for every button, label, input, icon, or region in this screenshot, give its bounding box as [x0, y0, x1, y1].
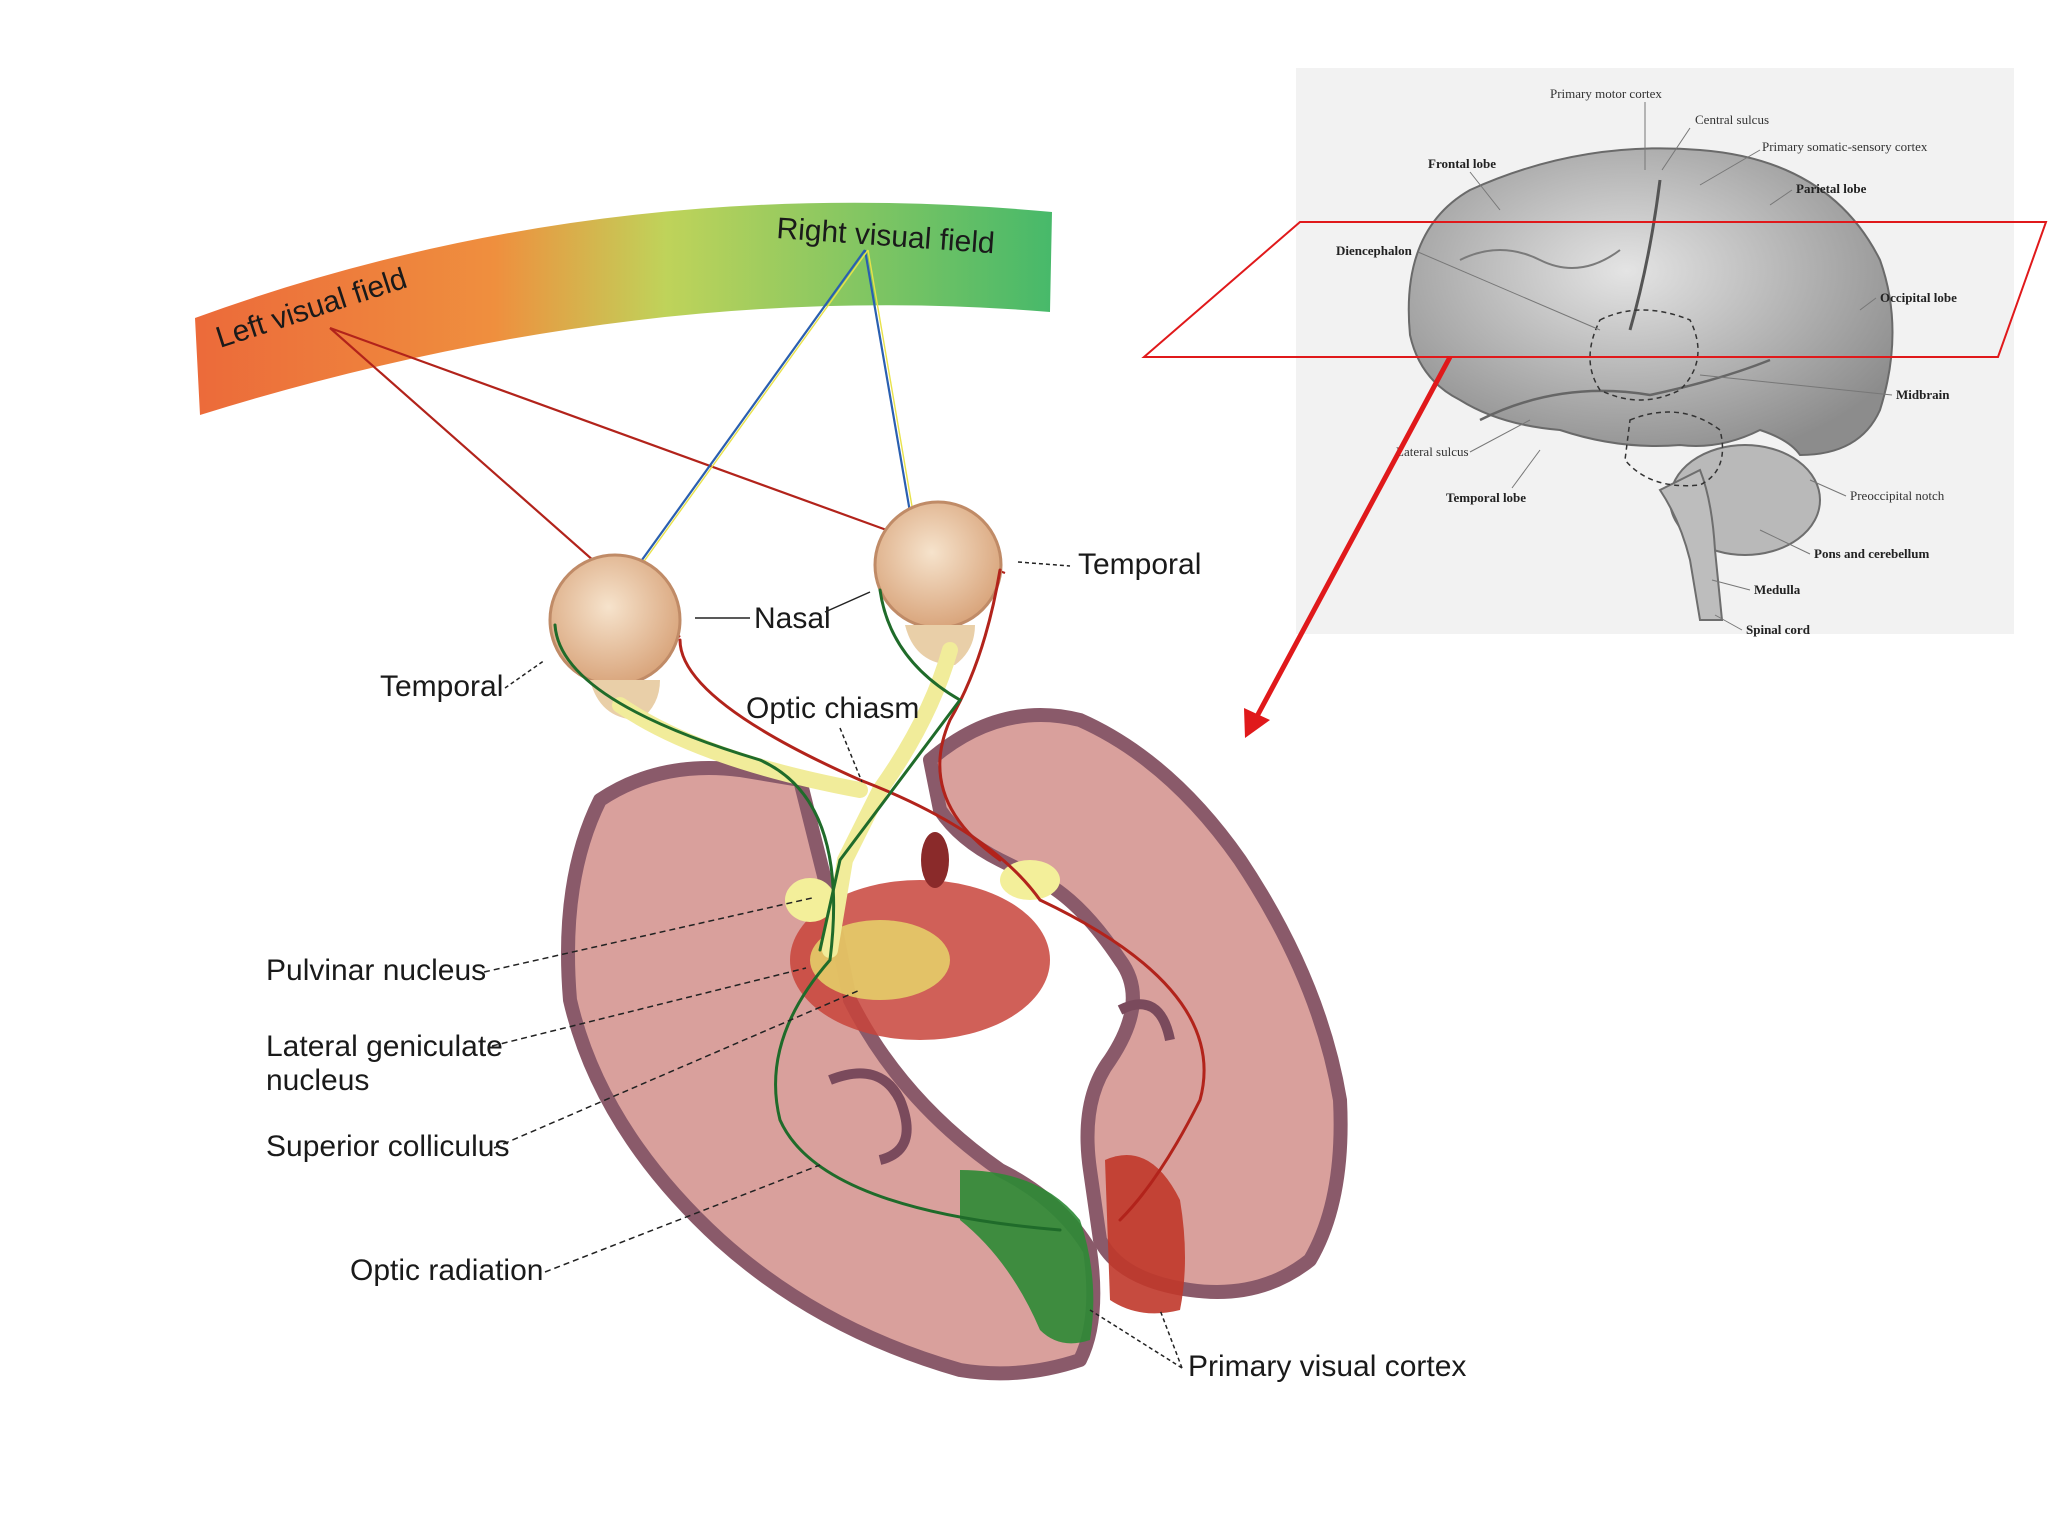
- temporal-right-label: Temporal: [1078, 548, 1201, 581]
- lgn-label-line2: nucleus: [266, 1064, 369, 1097]
- brain-inset: Primary motor cortex Central sulcus Prim…: [1141, 68, 2048, 637]
- inset-occipital-lobe: Occipital lobe: [1880, 290, 1957, 305]
- right-primary-visual-cortex: [1105, 1155, 1185, 1314]
- inset-spinal-cord: Spinal cord: [1746, 622, 1811, 637]
- primary-visual-cortex-label: Primary visual cortex: [1188, 1350, 1466, 1383]
- inset-parietal-lobe: Parietal lobe: [1796, 181, 1867, 196]
- optic-radiation-label: Optic radiation: [350, 1254, 543, 1287]
- brain-section: [561, 708, 1348, 1381]
- pulvinar-label: Pulvinar nucleus: [266, 954, 486, 987]
- optic-chiasm-label: Optic chiasm: [746, 692, 919, 725]
- inset-preoccipital-notch: Preoccipital notch: [1850, 488, 1945, 503]
- inset-primary-somatic-sensory-cortex: Primary somatic-sensory cortex: [1762, 139, 1928, 154]
- inset-pons-cerebellum: Pons and cerebellum: [1814, 546, 1929, 561]
- inset-diencephalon: Diencephalon: [1336, 243, 1413, 258]
- section-arrow: [1244, 355, 1453, 738]
- inset-midbrain: Midbrain: [1896, 387, 1950, 402]
- inset-temporal-lobe: Temporal lobe: [1446, 490, 1526, 505]
- temporal-left-label: Temporal: [380, 670, 503, 703]
- inset-lateral-sulcus: Lateral sulcus: [1396, 444, 1469, 459]
- right-eye: [873, 500, 1003, 665]
- inset-central-sulcus: Central sulcus: [1695, 112, 1769, 127]
- inset-brainstem: [1658, 468, 1724, 621]
- superior-colliculus-label: Superior colliculus: [266, 1130, 509, 1163]
- inset-frontal-lobe: Frontal lobe: [1428, 156, 1496, 171]
- pathway-labels: Temporal Nasal Temporal Optic chiasm Pul…: [266, 548, 1466, 1383]
- nasal-label: Nasal: [754, 602, 831, 635]
- inset-primary-motor-cortex: Primary motor cortex: [1550, 86, 1662, 101]
- left-hemisphere: [561, 761, 1101, 1381]
- inset-medulla: Medulla: [1754, 582, 1801, 597]
- visual-field-band: Left visual field Right visual field: [195, 202, 1052, 415]
- lgn-label-line1: Lateral geniculate: [266, 1030, 503, 1063]
- optic-pathways: [553, 568, 1206, 1232]
- left-eye: [548, 553, 682, 720]
- inset-brain: [1407, 147, 1894, 457]
- left-primary-visual-cortex: [960, 1170, 1094, 1344]
- section-plane: [1141, 221, 2048, 358]
